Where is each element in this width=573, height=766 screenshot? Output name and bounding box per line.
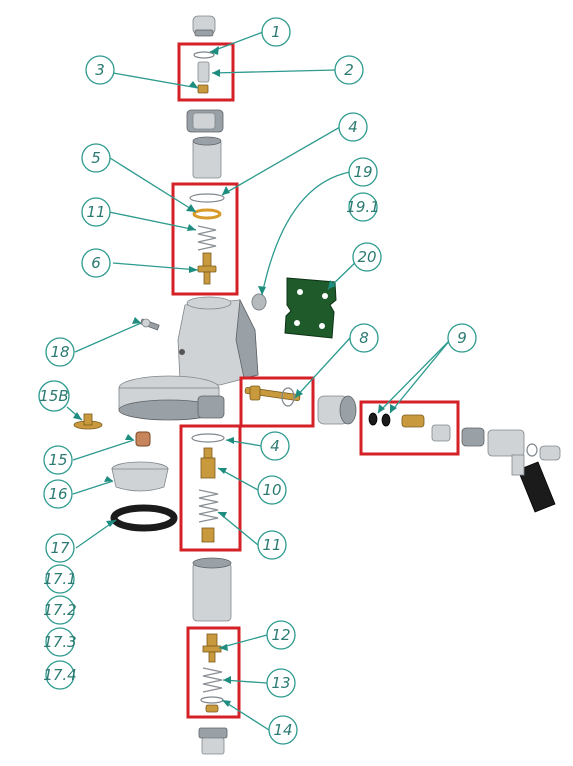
highlight-box-parts-4-11: [179, 424, 242, 552]
part-13-spring: [202, 667, 223, 693]
callout-20: 20: [352, 242, 382, 272]
callout-19: 19: [348, 157, 378, 187]
arrowheads: [73, 46, 397, 707]
svg-text:4: 4: [348, 118, 358, 136]
part-11-spring-lower: [198, 489, 219, 523]
svg-text:13: 13: [271, 674, 290, 692]
part-14-seat: [200, 696, 224, 713]
svg-text:17.3: 17.3: [43, 633, 76, 651]
svg-text:16: 16: [48, 485, 67, 503]
callout-18: 18: [45, 337, 75, 367]
part-3-pin: [197, 84, 209, 94]
svg-text:8: 8: [359, 329, 369, 347]
valve-housing: [317, 395, 357, 425]
callout-13: 13: [266, 668, 296, 698]
svg-text:4: 4: [270, 437, 280, 455]
callout-15: 15: [43, 445, 73, 475]
upper-nut: [186, 109, 224, 133]
part-6-valve: [197, 252, 217, 285]
highlight-box-part-8: [239, 376, 315, 428]
highlight-boxes: [171, 42, 460, 719]
highlight-box-parts-4-6: [171, 182, 239, 296]
highlight-box-parts-12-14: [186, 626, 241, 719]
svg-text:17.2: 17.2: [43, 601, 76, 619]
callout-3: 3: [85, 55, 115, 85]
svg-text:19.1: 19.1: [346, 198, 379, 216]
part-9-orings: [368, 412, 425, 428]
part-18-screw: [140, 318, 160, 331]
callout-6: 6: [81, 248, 111, 278]
spindle-parts: [431, 424, 561, 513]
part-1-ring: [193, 51, 215, 59]
callout-17-4: 17.4: [43, 660, 77, 690]
svg-text:12: 12: [271, 626, 290, 644]
callout-2: 2: [334, 55, 364, 85]
svg-text:18: 18: [50, 343, 69, 361]
callout-15b: 15B: [38, 380, 70, 412]
part-11-spring-upper: [197, 225, 217, 251]
svg-text:5: 5: [91, 149, 101, 167]
callout-12: 12: [266, 620, 296, 650]
lower-tube: [192, 562, 232, 622]
svg-text:17.4: 17.4: [43, 666, 76, 684]
callout-1: 1: [261, 17, 291, 47]
callout-9: 9: [447, 323, 477, 353]
callout-5: 5: [81, 143, 111, 173]
svg-text:20: 20: [357, 248, 376, 266]
svg-text:6: 6: [91, 254, 101, 272]
part-20-gasket: [284, 277, 337, 339]
part-12-valve: [202, 633, 222, 663]
svg-text:3: 3: [95, 61, 105, 79]
part-15b-knob: [73, 413, 103, 430]
callout-17-3: 17.3: [43, 627, 77, 657]
svg-text:15: 15: [48, 451, 67, 469]
part-10-valve: [200, 447, 216, 479]
part-2-insert: [197, 61, 210, 83]
bottom-fitting: [198, 727, 228, 755]
callout-17: 17: [45, 533, 75, 563]
callout-10: 10: [257, 475, 287, 505]
callout-17-2: 17.2: [43, 595, 77, 625]
leader-lines: [66, 31, 451, 731]
callout-4-lower: 4: [260, 431, 290, 461]
svg-text:19: 19: [353, 163, 372, 181]
callout-14: 14: [268, 715, 298, 745]
callout-16: 16: [43, 479, 73, 509]
callout-17-1: 17.1: [43, 564, 77, 594]
callout-19-1: 19.1: [346, 192, 380, 222]
callout-labels: 1 2 3 4 5 19 19.1 11 20 6 8 9 18 15B 4 1…: [38, 17, 477, 745]
svg-text:14: 14: [273, 721, 292, 739]
svg-text:9: 9: [457, 329, 467, 347]
callout-4-upper: 4: [338, 112, 368, 142]
svg-text:17.1: 17.1: [43, 570, 76, 588]
svg-text:11: 11: [262, 536, 281, 554]
svg-text:15B: 15B: [39, 387, 68, 405]
svg-text:1: 1: [271, 23, 281, 41]
part-19-disc: [251, 293, 267, 311]
part-15-nipple: [135, 431, 151, 447]
callout-8: 8: [349, 323, 379, 353]
part-4-ring-upper: [189, 193, 225, 203]
callout-11-upper: 11: [81, 197, 111, 227]
part-8-shaft: [244, 385, 301, 407]
top-cap: [192, 15, 216, 37]
group-head-body: [118, 296, 259, 421]
svg-text:17: 17: [50, 539, 70, 557]
part-4-ring-lower: [191, 433, 225, 443]
part-16-basket: [111, 461, 169, 492]
parts-illustration: [73, 15, 561, 755]
part-5-gasket: [192, 208, 222, 220]
highlight-box-part-9: [359, 400, 460, 456]
svg-text:10: 10: [262, 481, 281, 499]
part-17-gasket: [110, 504, 178, 532]
svg-text:11: 11: [86, 203, 105, 221]
svg-text:2: 2: [344, 61, 354, 79]
callout-11-lower: 11: [257, 530, 287, 560]
upper-tube: [192, 139, 222, 179]
